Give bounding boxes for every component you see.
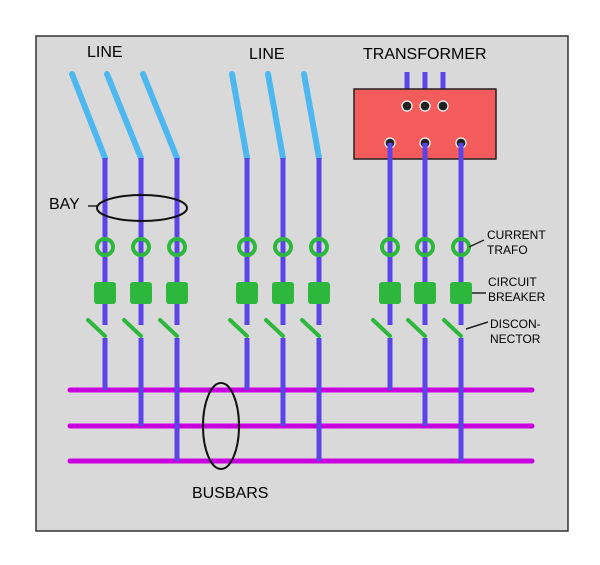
current-trafo <box>309 237 329 257</box>
transformer-label: TRANSFORMER <box>363 46 487 63</box>
disconnector <box>122 318 143 338</box>
line-conductor-5 <box>265 71 286 161</box>
current-trafo <box>237 237 257 257</box>
disconnector <box>406 318 427 338</box>
disconnector <box>442 318 463 338</box>
disconnector-leader <box>465 321 489 330</box>
circuit-breaker-label-line2: BREAKER <box>488 290 546 304</box>
current-trafos <box>95 237 471 257</box>
current-trafo <box>95 237 115 257</box>
line-label-left: LINE <box>87 44 123 61</box>
circuit-breaker <box>236 282 258 304</box>
circuit-breakers <box>94 282 472 304</box>
disconnector <box>300 318 321 338</box>
circuit-breaker <box>166 282 188 304</box>
disconnector <box>264 318 285 338</box>
circuit-breaker-label: CIRCUIT BREAKER <box>488 275 545 305</box>
disconnector <box>228 318 249 338</box>
bay-marker <box>96 194 188 222</box>
disconnector <box>86 318 107 338</box>
current-trafo <box>380 237 400 257</box>
line-conductor-1 <box>69 71 108 161</box>
circuit-breaker-label-line1: CIRCUIT <box>488 275 537 289</box>
current-trafo-leader <box>468 239 485 248</box>
current-trafo <box>167 237 187 257</box>
circuit-breaker <box>379 282 401 304</box>
bay-label: BAY <box>49 196 80 213</box>
disconnector-label-line2: NECTOR <box>490 332 541 346</box>
terminal <box>437 100 449 112</box>
disconnector <box>371 318 392 338</box>
current-trafo-label-line2: TRAFO <box>487 243 528 257</box>
current-trafo-label: CURRENT TRAFO <box>487 228 546 258</box>
disconnector-label-line1: DISCON- <box>490 317 541 331</box>
current-trafo-label-line1: CURRENT <box>487 228 546 242</box>
current-trafo <box>273 237 293 257</box>
current-trafo <box>131 237 151 257</box>
circuit-breaker <box>272 282 294 304</box>
line-conductors <box>69 71 322 161</box>
circuit-breaker <box>130 282 152 304</box>
circuit-breaker <box>414 282 436 304</box>
line-conductor-6 <box>301 71 322 161</box>
line-conductor-4 <box>229 71 250 161</box>
busbars-label: BUSBARS <box>192 485 269 502</box>
line-conductor-2 <box>104 71 144 161</box>
terminal <box>401 100 413 112</box>
disconnector <box>158 318 179 338</box>
line-label-middle: LINE <box>249 46 285 63</box>
circuit-breaker <box>450 282 472 304</box>
line-conductor-3 <box>140 71 180 161</box>
disconnectors <box>86 318 463 338</box>
circuit-breaker <box>94 282 116 304</box>
terminal <box>419 100 431 112</box>
circuit-breaker <box>308 282 330 304</box>
disconnector-label: DISCON- NECTOR <box>490 317 541 347</box>
current-trafo <box>415 237 435 257</box>
busbars <box>67 387 535 464</box>
busbars-marker <box>202 382 240 470</box>
